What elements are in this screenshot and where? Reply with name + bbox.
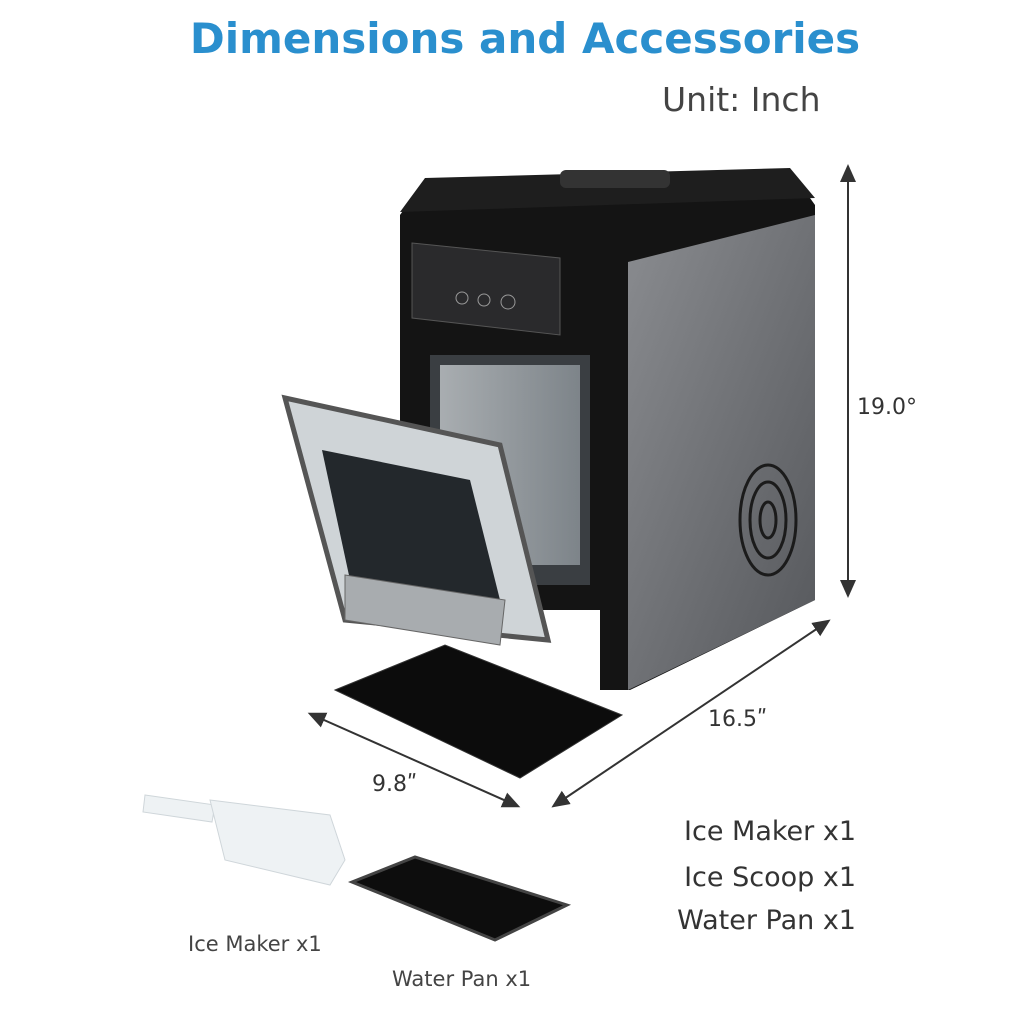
depth-arrow <box>551 619 831 808</box>
accessory-item: Ice Maker x1 <box>684 816 856 847</box>
height-label: 19.0° <box>857 395 917 420</box>
ice-basket-door <box>281 394 552 646</box>
unit-label: Unit: Inch <box>662 80 821 119</box>
accessory-item: Water Pan x1 <box>677 905 856 936</box>
water-pan <box>347 855 572 942</box>
scoop-caption: Ice Maker x1 <box>188 932 322 956</box>
fan-vent-icon <box>738 463 798 577</box>
width-label: 9.8ʺ <box>372 772 418 797</box>
ice-scoop <box>142 794 346 886</box>
width-arrow <box>307 712 521 808</box>
depth-label: 16.5ʺ <box>708 707 768 732</box>
pan-caption: Water Pan x1 <box>392 967 532 991</box>
page-title: Dimensions and Accessories <box>189 14 861 63</box>
drip-tray <box>333 644 624 779</box>
accessory-item: Ice Scoop x1 <box>684 862 856 893</box>
